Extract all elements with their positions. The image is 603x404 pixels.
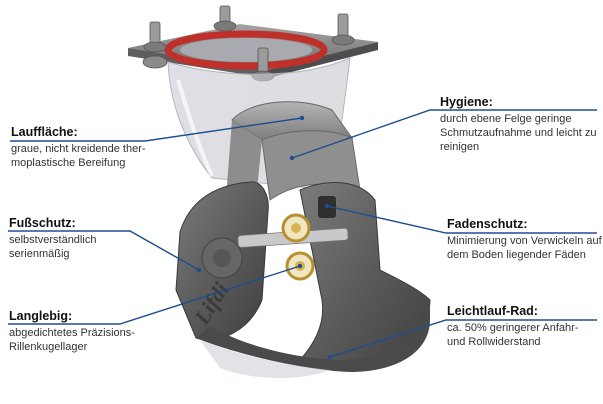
label-desc: ca. 50% geringerer Anfahr- und Rollwider… <box>447 322 579 348</box>
axle-bearings <box>237 196 349 281</box>
mounting-plate <box>128 24 378 78</box>
label-title: Fadenschutz: <box>447 217 528 231</box>
leader-fussschutz <box>8 230 200 271</box>
label-desc: Minimierung von Verwickeln auf dem Boden… <box>447 235 602 261</box>
label-title: Hygiene: <box>440 95 493 109</box>
label-leichtlauf: Leichtlauf-Rad: ca. 50% geringerer Anfah… <box>447 304 578 349</box>
leader-lines <box>8 109 597 358</box>
label-desc: durch ebene Felge geringe Schmutzaufnahm… <box>440 113 597 153</box>
mounting-bolts <box>142 5 355 82</box>
leader-fadenschutz <box>326 205 597 234</box>
label-title: Lauffläche: <box>11 125 78 139</box>
label-title: Langlebig: <box>9 309 73 323</box>
leader-hygiene <box>291 109 597 159</box>
label-desc: selbstverständlich serienmäßig <box>9 234 97 260</box>
seal-ring <box>164 30 328 70</box>
leader-dots <box>196 115 333 360</box>
label-lauffläche: Lauffläche: graue, nicht kreidende ther-… <box>11 125 146 170</box>
label-title: Fußschutz: <box>9 216 76 230</box>
label-title: Leichtlauf-Rad: <box>447 304 538 318</box>
label-fussschutz: Fußschutz: selbstverständlich serienmäßi… <box>9 216 96 261</box>
leader-leichtlauf <box>329 319 597 358</box>
label-desc: abgedichtetes Präzisions- Rillenkugellag… <box>9 327 135 353</box>
leader-lauffläche <box>10 117 303 142</box>
label-desc: graue, nicht kreidende ther- moplastisch… <box>11 143 146 169</box>
label-hygiene: Hygiene: durch ebene Felge geringe Schmu… <box>440 95 597 154</box>
label-fadenschutz: Fadenschutz: Minimierung von Verwickeln … <box>447 217 602 262</box>
label-langlebig: Langlebig: abgedichtetes Präzisions- Ril… <box>9 309 135 354</box>
leader-langlebig <box>8 265 301 325</box>
